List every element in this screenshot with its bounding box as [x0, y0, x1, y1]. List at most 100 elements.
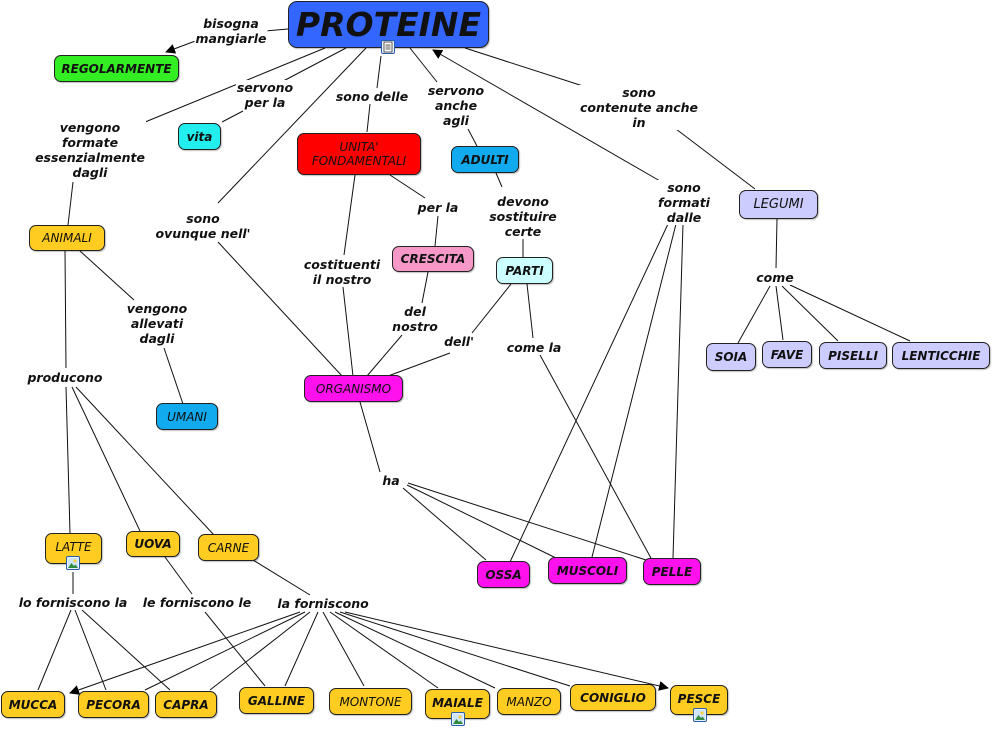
link-producono[interactable]: producono [26, 370, 104, 385]
line [407, 482, 647, 561]
line [464, 47, 584, 87]
link-text: producono [27, 370, 103, 385]
line [366, 103, 371, 133]
line [67, 181, 74, 226]
link-vengono-allevati[interactable]: vengono allevati dagli [125, 301, 189, 346]
line [402, 487, 487, 561]
link-text: sono delle [335, 89, 409, 104]
line [343, 174, 356, 256]
link-la-forniscono[interactable]: la forniscono [276, 596, 370, 611]
concept-vita[interactable]: vita [178, 123, 221, 150]
line [79, 250, 135, 301]
concept-piselli[interactable]: PISELLI [819, 342, 887, 369]
concept-muscoli[interactable]: MUSCOLI [548, 557, 627, 584]
link-text: del nostro [392, 304, 438, 334]
concept-pelle[interactable]: PELLE [643, 558, 701, 585]
line [526, 283, 534, 339]
link-servono-per-la[interactable]: servono per la [235, 80, 295, 110]
concept-adulti[interactable]: ADULTI [451, 146, 519, 173]
line [329, 611, 439, 689]
concept-animali[interactable]: ANIMALI [29, 225, 105, 251]
link-bisogna-mangiarle[interactable]: bisogna mangiarle [194, 16, 268, 46]
line [74, 609, 107, 691]
concept-parti[interactable]: PARTI [496, 257, 553, 284]
link-text: costituenti il nostro [303, 257, 381, 287]
line [37, 609, 72, 691]
concept-mucca[interactable]: MUCCA [1, 691, 65, 718]
link-sono-contenute-anche-in[interactable]: sono contenute anche in [578, 85, 700, 130]
concept-maiale[interactable]: MAIALE [425, 689, 490, 719]
concept-coniglio[interactable]: CONIGLIO [570, 684, 656, 711]
link-del-nostro[interactable]: del nostro [391, 304, 439, 334]
line [389, 174, 426, 199]
line [252, 559, 311, 596]
line [387, 352, 451, 377]
line [204, 611, 266, 687]
concept-lenticchie[interactable]: LENTICCHIE [892, 342, 990, 369]
line [509, 223, 669, 563]
link-ha[interactable]: ha [381, 473, 401, 488]
link-servono-anche-agli[interactable]: servono anche agli [426, 83, 486, 128]
concept-legumi[interactable]: LEGUMI [739, 190, 818, 219]
line [64, 250, 67, 369]
link-text: ha [382, 473, 400, 488]
concept-soia[interactable]: SOIA [706, 343, 756, 371]
concept-ossa[interactable]: OSSA [477, 561, 530, 588]
link-text: sono formati dalle [658, 180, 710, 225]
line [467, 128, 478, 147]
link-costituenti[interactable]: costituenti il nostro [302, 257, 382, 287]
line [781, 285, 839, 342]
concept-pecora[interactable]: PECORA [78, 691, 149, 718]
line [75, 386, 215, 536]
link-devono-sostituire[interactable]: devono sostituire certe [488, 194, 558, 239]
concept-crescita[interactable]: CRESCITA [392, 246, 474, 272]
line [591, 223, 677, 558]
concept-umani[interactable]: UMANI [156, 403, 218, 430]
link-sono-formati-dalle[interactable]: sono formati dalle [657, 180, 711, 225]
link-vengono-formate[interactable]: vengono formate essenzialmente dagli [34, 120, 146, 180]
concept-montone[interactable]: MONTONE [329, 688, 412, 715]
link-lo-forniscono-la[interactable]: lo forniscono la [17, 595, 129, 610]
link-come-la[interactable]: come la [505, 340, 563, 355]
link-le-forniscono-le[interactable]: le forniscono le [141, 595, 253, 610]
link-sono-delle[interactable]: sono delle [334, 89, 410, 104]
line [163, 347, 184, 405]
concept-carne[interactable]: CARNE [198, 534, 259, 561]
line [675, 128, 756, 190]
concept-fave[interactable]: FAVE [762, 341, 812, 368]
concept-galline[interactable]: GALLINE [239, 687, 314, 714]
document-icon[interactable] [381, 40, 395, 54]
image-icon[interactable] [451, 712, 465, 726]
line [406, 484, 557, 559]
line [539, 354, 653, 561]
line [144, 611, 306, 691]
concept-regolarmente[interactable]: REGOLARMENTE [54, 55, 179, 82]
line [71, 386, 141, 532]
link-dell[interactable]: dell' [443, 334, 475, 349]
line [737, 285, 771, 344]
line [434, 215, 439, 247]
link-come[interactable]: come [755, 270, 795, 285]
link-text: bisogna mangiarle [195, 16, 267, 46]
link-text: la forniscono [277, 596, 369, 611]
line [339, 611, 571, 687]
line [366, 334, 403, 377]
concept-unita-fondamentali[interactable]: UNITA' FONDAMENTALI [297, 133, 421, 175]
line [495, 172, 503, 188]
link-per-la[interactable]: per la [416, 200, 460, 215]
concept-manzo[interactable]: MANZO [497, 688, 561, 715]
image-icon[interactable] [693, 708, 707, 722]
concept-organismo[interactable]: ORGANISMO [304, 375, 403, 402]
image-icon[interactable] [66, 556, 80, 570]
link-text: servono per la [236, 80, 294, 110]
concept-capra[interactable]: CAPRA [155, 691, 217, 718]
line [284, 611, 319, 687]
line [69, 611, 301, 695]
concept-uova[interactable]: UOVA [126, 531, 180, 557]
line [432, 49, 661, 182]
line [209, 611, 311, 691]
line [322, 611, 365, 687]
link-sono-ovunque[interactable]: sono ovunque nell' [154, 211, 252, 241]
line [132, 47, 326, 128]
link-text: devono sostituire certe [489, 194, 557, 239]
